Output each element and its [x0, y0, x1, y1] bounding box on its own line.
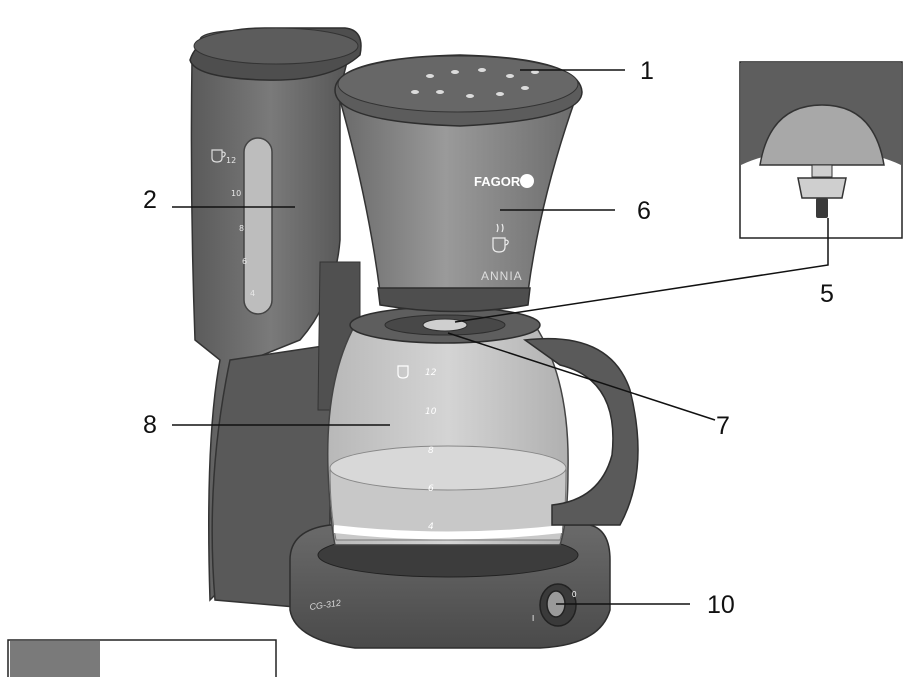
callout-number-5: 5 [820, 280, 834, 308]
callout-number-8: 8 [143, 411, 157, 439]
model-code: CG-312 [309, 598, 342, 612]
jug-scale-label: 4 [428, 522, 434, 532]
cup-icon-jug [397, 365, 409, 379]
callout-line-7 [447, 332, 716, 421]
callout-number-2: 2 [143, 186, 157, 214]
callout-line-5 [454, 218, 829, 323]
model-name: ANNIA [481, 269, 523, 283]
cup-icon-filter [492, 223, 509, 253]
tank-scale-label: 10 [231, 189, 241, 198]
tank-scale-label: 12 [226, 156, 236, 165]
jug-scale-label: 10 [425, 407, 437, 417]
tank-scale-label: 4 [250, 289, 255, 298]
lid-vent-holes [411, 68, 539, 98]
callout-number-7: 7 [716, 412, 730, 440]
switch-off-label: 0 [572, 590, 577, 599]
callout-numbers: 1 2 6 5 7 8 10 [143, 57, 834, 619]
bottom-inset [7, 639, 277, 677]
callout-number-1: 1 [640, 57, 654, 85]
anti-drip-inset [739, 61, 903, 239]
tank-scale: 12 10 8 6 4 [226, 156, 255, 298]
jug-scale: 12 10 8 6 4 [425, 368, 437, 532]
callout-lines [172, 69, 829, 605]
switch-on-label: I [532, 614, 534, 623]
cup-icon-tank [211, 149, 226, 163]
brand-logo-icon [520, 174, 534, 188]
callout-number-6: 6 [637, 197, 651, 225]
jug-scale-label: 12 [425, 368, 437, 378]
callout-number-10: 10 [707, 591, 735, 619]
tank-scale-label: 8 [239, 224, 244, 233]
filter-holder: FAGOR ANNIA [334, 54, 583, 313]
jug-scale-label: 6 [428, 484, 434, 494]
jug-scale-label: 8 [428, 446, 434, 456]
water-tank-body [189, 27, 362, 611]
glass-jug [326, 306, 639, 546]
brand-logo-text: FAGOR [474, 174, 521, 189]
tank-scale-label: 6 [242, 257, 247, 266]
